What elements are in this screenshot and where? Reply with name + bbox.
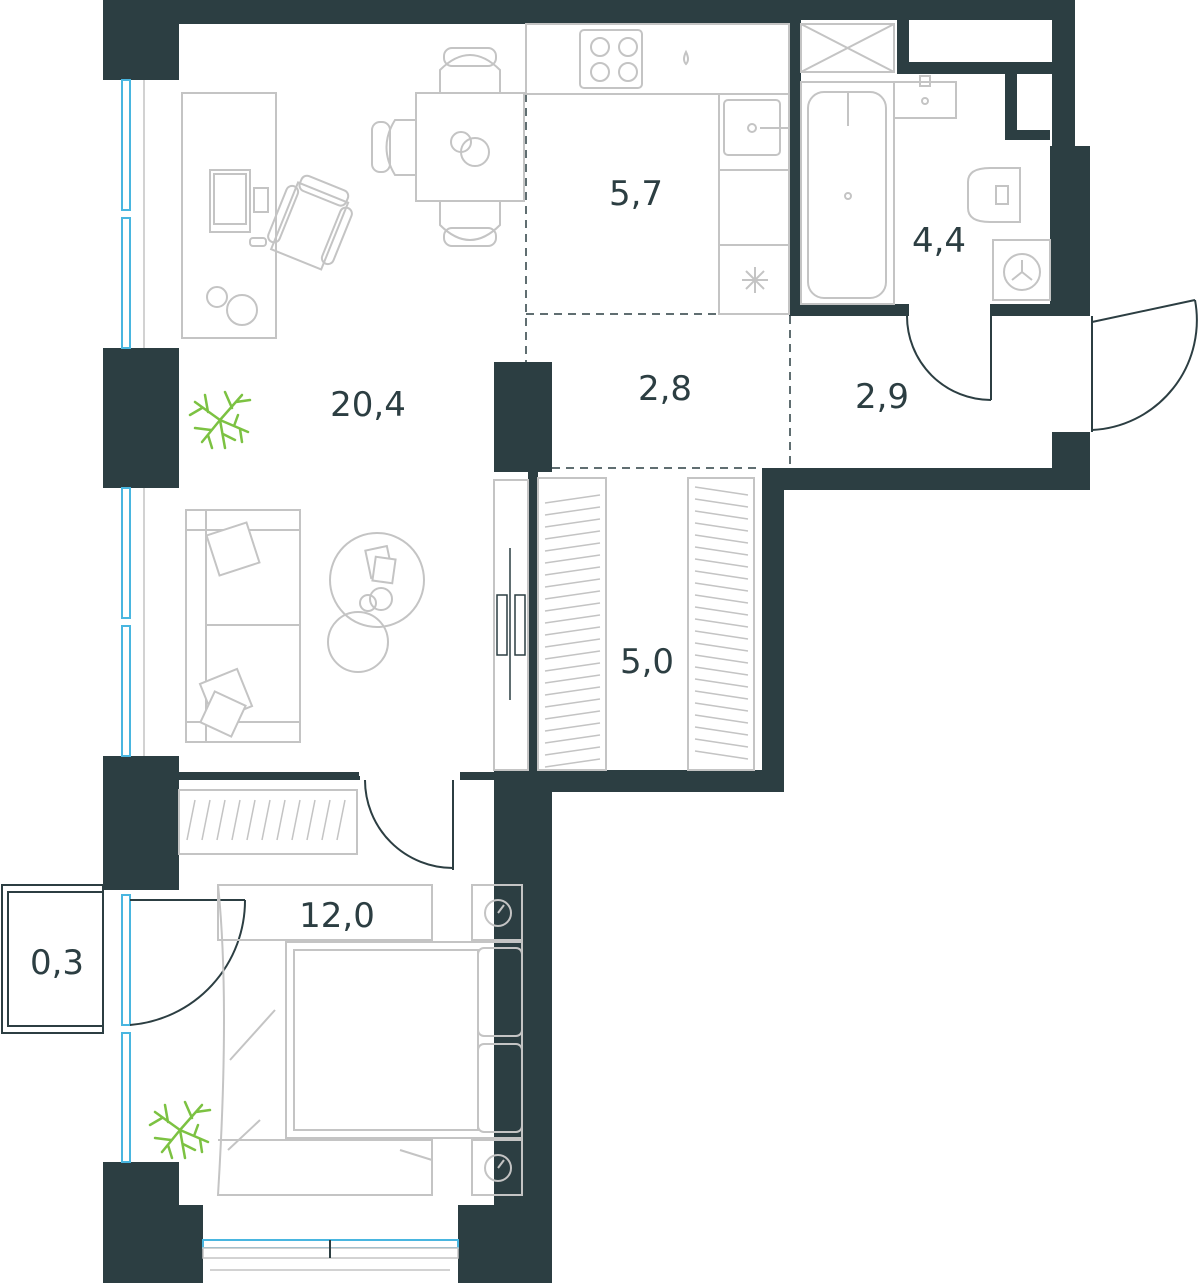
closet-hatch <box>231 799 241 841</box>
shelf-hatch <box>694 570 749 580</box>
shelf-hatch <box>544 662 601 672</box>
dining-table <box>371 47 525 247</box>
bed <box>216 884 523 1196</box>
area-labels: 20,4 5,7 4,4 2,8 2,9 5,0 12,0 0,3 <box>30 174 966 983</box>
shelf-hatch <box>694 654 749 664</box>
desk <box>181 92 353 339</box>
area-bedroom: 12,0 <box>299 896 375 936</box>
shelf-hatch <box>694 666 749 676</box>
area-entrance-hall: 2,9 <box>855 377 909 417</box>
bedroom-closet <box>178 789 358 855</box>
shelf-hatch <box>544 554 601 564</box>
shelf-hatch <box>694 714 749 724</box>
sofa <box>185 509 301 743</box>
shelf-hatch <box>544 650 601 660</box>
shelf-hatch <box>694 702 749 712</box>
plant-living <box>188 390 252 450</box>
shelf-hatch <box>544 674 601 684</box>
bathroom-fixtures <box>800 23 1051 305</box>
shelf-hatch <box>544 626 601 636</box>
shelf-hatch <box>694 690 749 700</box>
plant-bedroom <box>148 1100 212 1160</box>
shelf-hatch <box>694 618 749 628</box>
balcony-outline <box>1 884 104 1034</box>
area-living-room: 20,4 <box>330 385 406 425</box>
shelf-hatch <box>694 534 749 544</box>
shelf-hatch <box>694 594 749 604</box>
area-wardrobe: 5,0 <box>620 642 674 682</box>
windows <box>121 79 459 1271</box>
shelf-hatch <box>544 530 601 540</box>
window-living-bottom <box>121 625 131 757</box>
shelf-hatch <box>544 710 601 720</box>
shelf-hatch <box>544 638 601 648</box>
area-balcony: 0,3 <box>30 943 84 983</box>
shelf-hatch <box>544 698 601 708</box>
closet-hatch <box>201 799 211 841</box>
shelf-hatch <box>694 738 749 748</box>
shelf-hatch <box>694 558 749 568</box>
shelf-hatch <box>544 602 601 612</box>
shelf-hatch <box>694 726 749 736</box>
shelf-hatch <box>544 506 601 516</box>
kitchen-furniture <box>525 23 790 315</box>
shelf-hatch <box>544 734 601 744</box>
shelf-hatch <box>694 750 749 760</box>
shelf-hatch <box>694 630 749 640</box>
shelf-hatch <box>544 758 601 768</box>
area-corridor: 2,8 <box>638 369 692 409</box>
shelf-hatch <box>544 518 601 528</box>
closet-hatch <box>306 799 316 841</box>
shelf-hatch <box>544 686 601 696</box>
shelf-hatch <box>694 522 749 532</box>
shelf-hatch <box>544 566 601 576</box>
window-bedroom-bottom <box>121 1032 131 1163</box>
shelf-hatch <box>544 746 601 756</box>
window-bedroom-top <box>121 894 131 1026</box>
window-living-lower <box>121 487 131 619</box>
snowflake-icon <box>742 267 768 293</box>
doors <box>129 299 1198 1026</box>
shelf-hatch <box>544 722 601 732</box>
shelf-hatch <box>694 642 749 652</box>
closet-hatch <box>216 799 226 841</box>
nightstands <box>471 884 523 1196</box>
closet-hatch <box>321 799 331 841</box>
shelf-hatch <box>694 678 749 688</box>
shelf-hatch <box>544 578 601 588</box>
closet-hatch <box>261 799 271 841</box>
shelf-hatch <box>544 494 601 504</box>
shelf-hatch <box>694 498 749 508</box>
area-kitchen: 5,7 <box>609 174 663 214</box>
closet-hatch <box>246 799 256 841</box>
coffee-table <box>327 532 425 673</box>
shelf-hatch <box>544 614 601 624</box>
shelf-hatch <box>694 606 749 616</box>
shelf-hatch <box>694 510 749 520</box>
window-living-mid <box>121 217 131 349</box>
closet-hatch <box>336 799 346 841</box>
shelf-hatch <box>694 582 749 592</box>
walls <box>103 0 1090 1283</box>
closet-hatch <box>276 799 286 841</box>
shelf-hatch <box>544 542 601 552</box>
shelf-hatch <box>544 590 601 600</box>
closet-hatch <box>186 799 196 841</box>
window-living-top <box>121 79 131 211</box>
shelf-hatch <box>694 486 749 496</box>
wardrobe-shelves <box>537 477 755 771</box>
shelf-hatch <box>694 546 749 556</box>
area-bathroom: 4,4 <box>912 221 966 261</box>
closet-hatch <box>291 799 301 841</box>
